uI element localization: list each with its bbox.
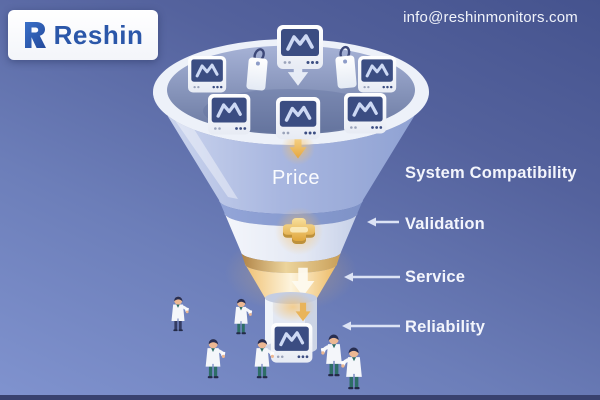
left-arrow-icon (367, 217, 399, 227)
left-arrow-icon (344, 272, 400, 282)
patient-monitor-icon (269, 321, 315, 365)
brand-logo[interactable]: Reshin (8, 10, 158, 60)
stage-label-reliability: Reliability (405, 318, 486, 336)
contact-email[interactable]: info@reshinmonitors.com (403, 9, 578, 26)
doctor-figure (319, 332, 344, 378)
funnel-band-service (241, 252, 341, 273)
funnel-band-validation (219, 200, 363, 227)
patient-monitor-icon (356, 54, 398, 95)
funnel-price-label: Price (271, 167, 321, 189)
label-arrows (342, 217, 400, 331)
stage-label-service: Service (405, 268, 466, 286)
stage-label-validation: Validation (405, 215, 485, 233)
down-arrow-icon (281, 131, 315, 165)
funnel-highlight (163, 102, 238, 199)
patient-monitor-icon (342, 91, 388, 136)
doctor-figure (339, 345, 364, 391)
medical-cross-icon (275, 207, 323, 255)
reshin-logo-icon (24, 22, 46, 48)
patient-monitor-icon (275, 23, 325, 71)
doctor-figure (170, 295, 191, 333)
brand-name: Reshin (53, 20, 144, 50)
left-arrow-icon (342, 321, 400, 331)
stage-label-system-compatibility: System Compatibility (405, 164, 577, 182)
patient-monitor-icon (274, 95, 322, 141)
funnel-stage-service (245, 264, 337, 304)
patient-monitor-icon (186, 54, 228, 95)
footer-strip (0, 395, 600, 400)
doctor-figure (204, 337, 227, 380)
patient-monitor-icon (206, 92, 252, 137)
doctor-figure (232, 297, 254, 336)
